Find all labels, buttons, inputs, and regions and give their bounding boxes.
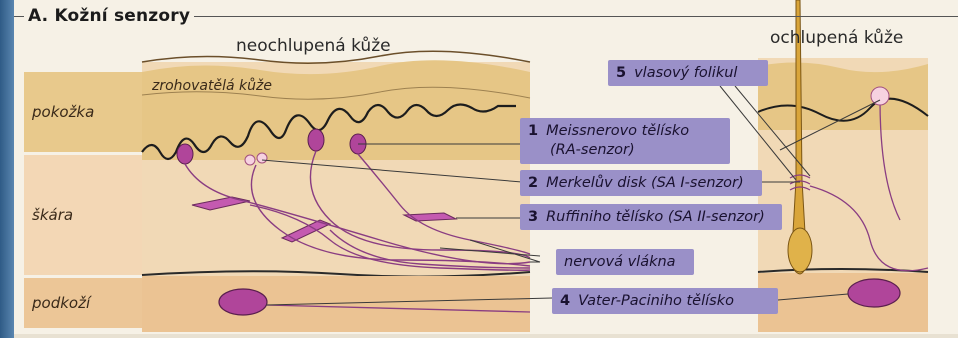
- label-text: vlasový folikul: [634, 65, 737, 81]
- label-text: Vater-Paciniho tělísko: [578, 293, 734, 309]
- merkel-disc: [257, 153, 267, 163]
- hypodermis-hairy: [758, 273, 928, 332]
- label-text: nervová vlákna: [564, 254, 676, 270]
- hair-bulb: [788, 228, 812, 272]
- heading-hairy-skin: ochlupená kůže: [770, 28, 903, 48]
- label-meissner: 1 Meissnerovo tělísko (RA-senzor): [520, 118, 730, 164]
- label-text: Meissnerovo tělísko: [546, 123, 689, 139]
- label-ruffini: 3 Ruffiniho tělísko (SA II-senzor): [520, 204, 782, 230]
- label-keratin-skin: zrohovatělá kůže: [152, 78, 272, 94]
- pacinian-corpuscle-hairy: [848, 279, 900, 307]
- merkel-disc: [245, 155, 255, 165]
- label-nerve-fibers: nervová vlákna: [556, 249, 694, 275]
- layer-label-hypodermis: podkoží: [24, 278, 140, 328]
- meissner-corpuscle: [308, 129, 324, 151]
- label-text: Merkelův disk (SA I-senzor): [546, 175, 744, 191]
- label-number: 2: [528, 175, 538, 191]
- label-pacinian: 4 Vater-Paciniho tělísko: [552, 288, 778, 314]
- meissner-corpuscle: [177, 144, 193, 164]
- label-number: 1: [528, 123, 538, 139]
- layer-label-epidermis: pokožka: [24, 72, 140, 152]
- label-text-secondary: (RA-senzor): [550, 142, 635, 158]
- label-text: Ruffiniho tělísko (SA II-senzor): [546, 209, 765, 225]
- figure-title: A. Kožní senzory: [24, 6, 194, 26]
- label-merkel: 2 Merkelův disk (SA I-senzor): [520, 170, 762, 196]
- heading-hairless-skin: neochlupená kůže: [236, 36, 391, 56]
- hypodermis-hairless: [142, 276, 530, 332]
- label-number: 5: [616, 65, 626, 81]
- label-hair-follicle: 5 vlasový folikul: [608, 60, 768, 86]
- bottom-edge: [14, 334, 958, 338]
- pacinian-corpuscle: [219, 289, 267, 315]
- layer-label-dermis: škára: [24, 155, 140, 275]
- label-number: 4: [560, 293, 570, 309]
- merkel-disc-hairy: [871, 87, 889, 105]
- label-number: 3: [528, 209, 538, 225]
